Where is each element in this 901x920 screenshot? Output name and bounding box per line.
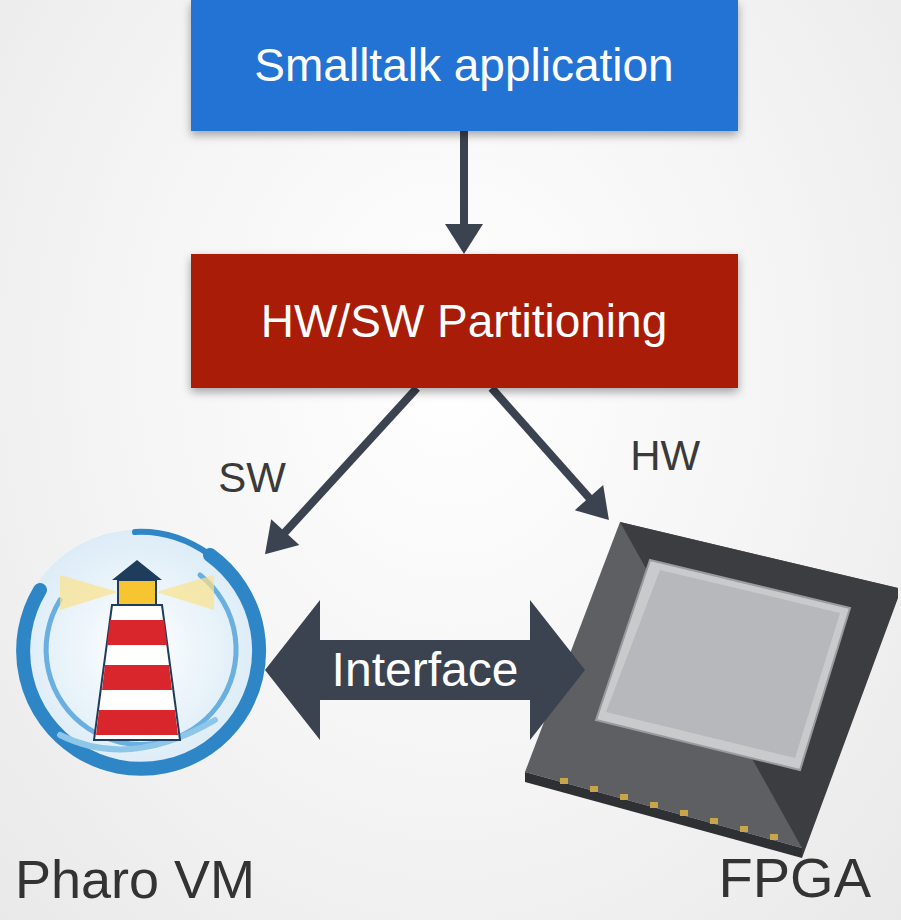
chip-die <box>596 560 850 770</box>
box-label: HW/SW Partitioning <box>261 296 667 347</box>
arrow-head <box>265 519 299 554</box>
interface-arrow <box>265 600 585 740</box>
logo-swirl <box>135 532 210 555</box>
chip-pins <box>560 778 778 840</box>
edge-label: Interface <box>326 644 525 697</box>
lighthouse-symbol <box>60 560 214 740</box>
vm-node: Pharo VM <box>5 520 265 915</box>
edge-label: SW <box>218 455 286 501</box>
process-box: HW/SW Partitioning <box>191 254 738 388</box>
arrow-shaft <box>460 131 468 226</box>
arrow-shaft <box>492 388 591 499</box>
arrow-body <box>265 600 585 740</box>
flow-arrow <box>492 388 609 520</box>
arrow-head <box>575 485 609 520</box>
process-box: Smalltalk application <box>191 0 738 131</box>
hardware-node: FPGA <box>585 520 897 915</box>
node-caption: Pharo VM <box>15 850 255 909</box>
node-caption: FPGA <box>719 847 871 909</box>
arrow-head <box>445 224 483 254</box>
logo-swirl <box>23 555 259 769</box>
box-label: Smalltalk application <box>254 40 673 91</box>
chip-die-face <box>606 570 840 758</box>
chip-edge <box>525 772 802 858</box>
flow-arrow <box>265 388 417 554</box>
arrow-shaft <box>284 388 417 534</box>
logo-swirl <box>46 575 236 745</box>
flow-arrow <box>445 131 483 254</box>
edge-label: HW <box>630 433 700 479</box>
